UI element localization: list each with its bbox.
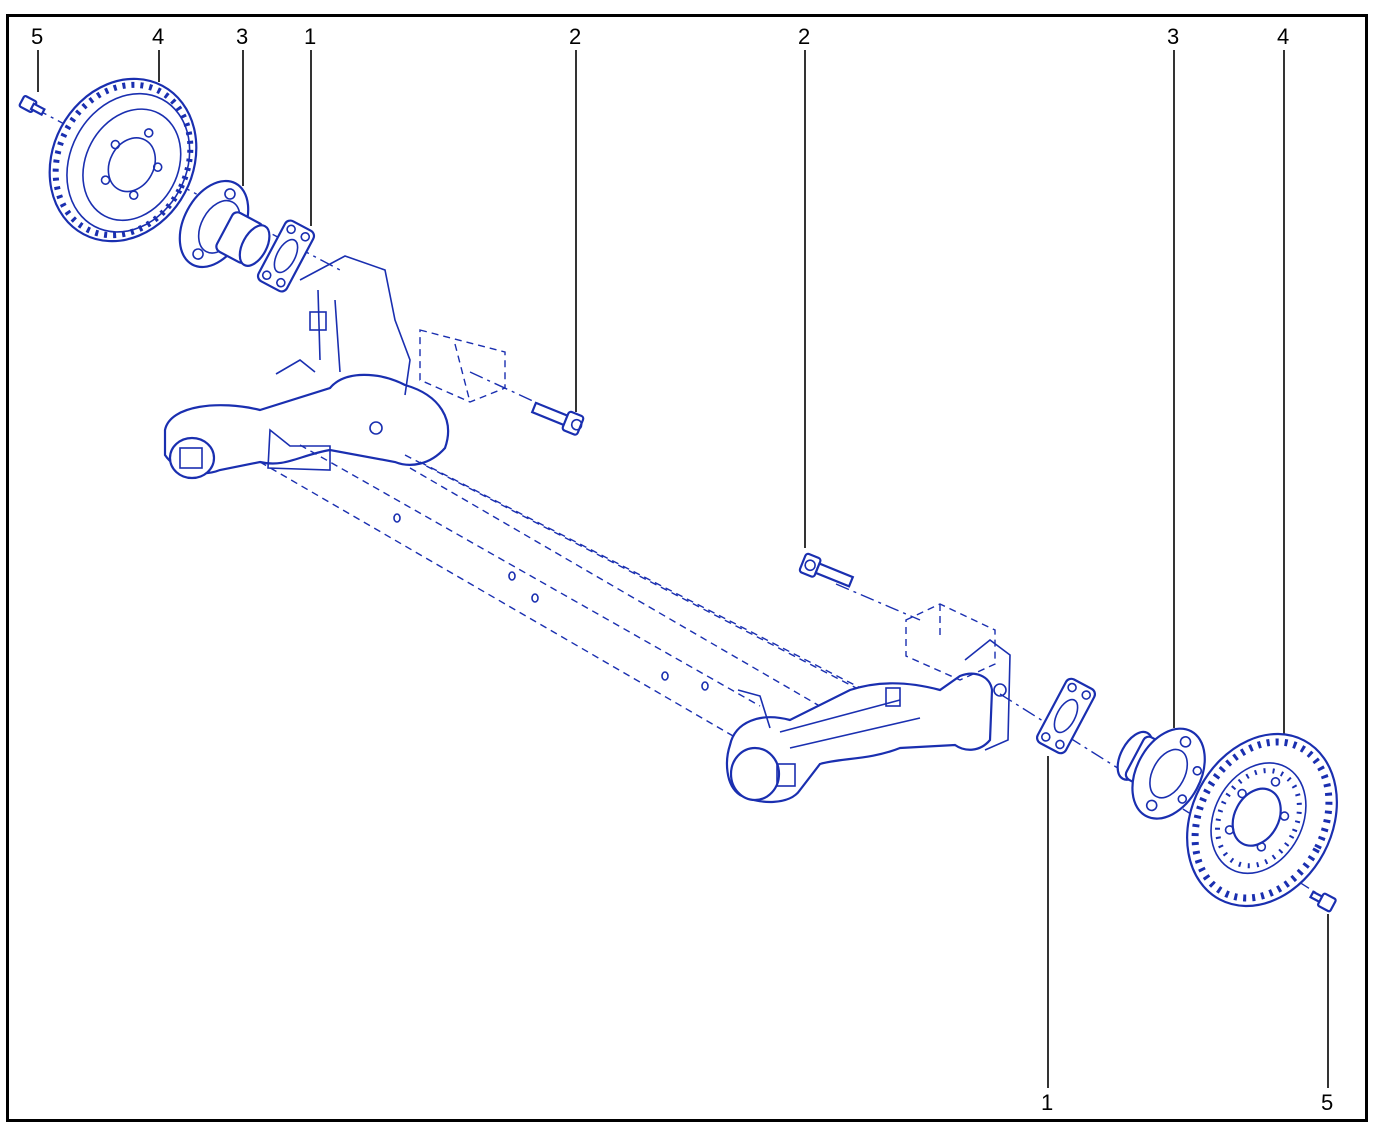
wheel-hub-right — [1116, 727, 1206, 820]
callout-5-right: 5 — [1321, 1090, 1333, 1115]
beam-edge-4 — [404, 454, 861, 691]
callout-5-left: 5 — [31, 24, 43, 49]
bushing-box-right — [905, 603, 996, 681]
flange-plate-right — [1035, 677, 1097, 755]
beam-edge-5 — [419, 461, 881, 699]
callout-4-right: 4 — [1277, 24, 1289, 49]
bolt-left — [530, 401, 585, 436]
brake-drum-right — [1186, 732, 1338, 908]
beam-edge-2 — [299, 444, 761, 707]
wheel-hub-left — [178, 179, 271, 269]
bushing-box-left — [419, 329, 506, 403]
bolt-right — [798, 552, 855, 588]
callout-1-right: 1 — [1041, 1090, 1053, 1115]
axis-right-bolt — [835, 583, 921, 621]
beam-edge-3 — [409, 467, 831, 713]
screw-left — [18, 95, 46, 117]
leader-lines — [37, 50, 1329, 1088]
brake-drum-left — [48, 77, 198, 243]
callout-3-left: 3 — [236, 24, 248, 49]
axle-beam — [163, 255, 1011, 804]
callout-4-left: 4 — [152, 24, 164, 49]
callout-labels: 5 4 3 1 2 2 3 4 1 5 — [31, 24, 1333, 1115]
callout-1-left: 1 — [304, 24, 316, 49]
diagram-frame — [6, 14, 1368, 1122]
beam-edge-1 — [259, 461, 741, 741]
callout-3-right: 3 — [1167, 24, 1179, 49]
flange-plate-left — [256, 219, 316, 293]
callout-2-left: 2 — [569, 24, 581, 49]
screw-right — [1308, 890, 1337, 913]
callout-2-right: 2 — [798, 24, 810, 49]
